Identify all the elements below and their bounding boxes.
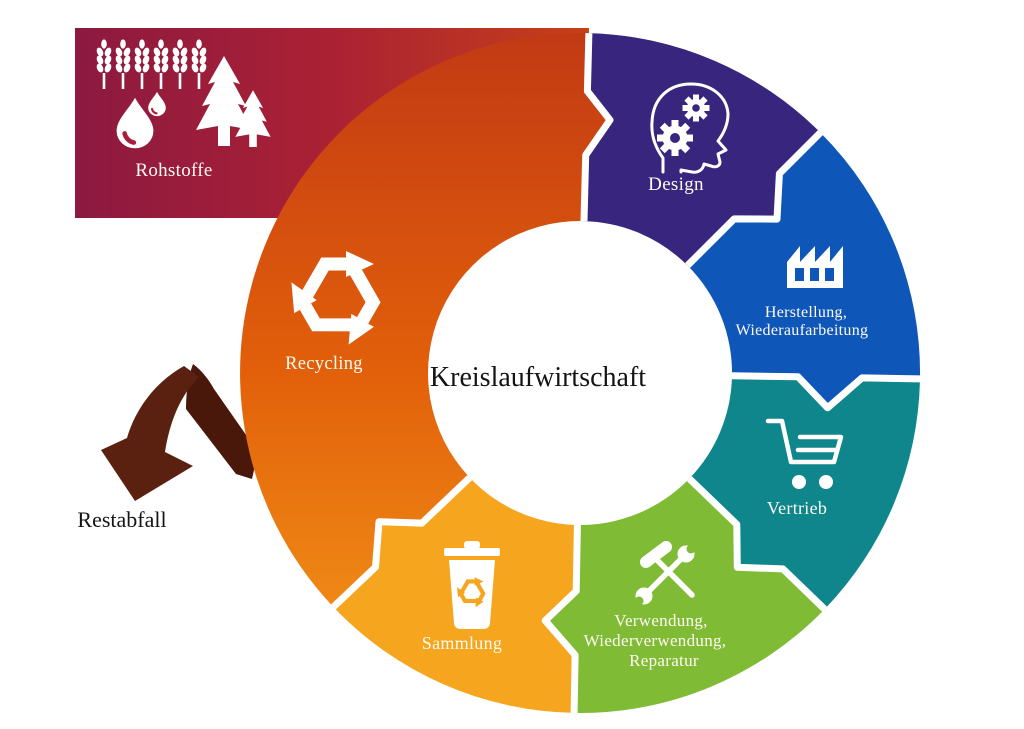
- head-gears-icon: [650, 82, 730, 174]
- segment-recycling: [240, 32, 610, 607]
- segment-label-vertrieb: Vertrieb: [767, 498, 827, 518]
- shopping-cart-icon: [765, 418, 844, 489]
- trash-bin-recycle-icon: [444, 541, 500, 629]
- segment-label-sammlung: Sammlung: [422, 633, 502, 653]
- restabfall-label: Restabfall: [77, 507, 166, 532]
- factory-icon: [787, 246, 843, 288]
- segment-label-verwendung-line1: Verwendung,: [614, 611, 707, 630]
- segment-label-verwendung-line2: Wiederverwendung,: [584, 631, 727, 650]
- center-title: Kreislaufwirtschaft: [430, 362, 646, 393]
- segment-design: [584, 33, 821, 266]
- hammer-wrench-icon: [634, 541, 696, 606]
- segment-verwendung: [545, 478, 825, 713]
- restabfall-arrow-front-band: [101, 366, 199, 501]
- segment-label-recycling: Recycling: [285, 354, 363, 374]
- gear-icon: [657, 94, 710, 156]
- restabfall-arrow-icon: [101, 364, 258, 501]
- segment-dividers: [330, 33, 921, 713]
- segment-label-verwendung-line3: Reparatur: [629, 651, 699, 670]
- segment-label-herstellung-line2: Wiederaufarbeitung: [736, 322, 869, 339]
- rohstoffe-label: Rohstoffe: [135, 160, 212, 181]
- segment-label-design: Design: [648, 174, 704, 195]
- segment-vertrieb: [689, 375, 920, 610]
- restabfall-arrow-back-band: [186, 364, 258, 479]
- segment-label-herstellung-line1: Herstellung,: [765, 304, 847, 321]
